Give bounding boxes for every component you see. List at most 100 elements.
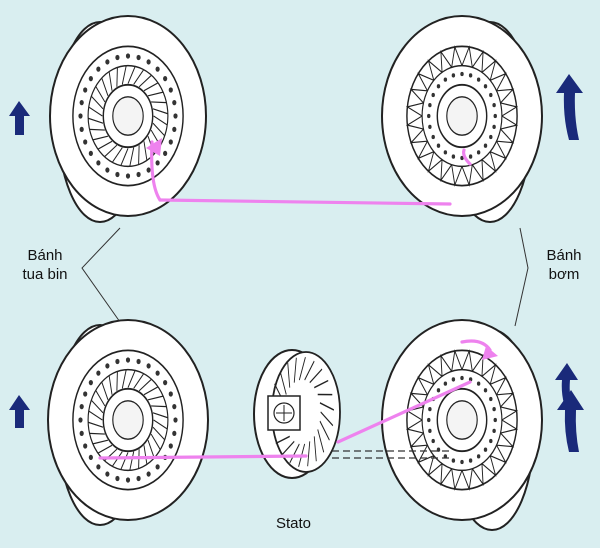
- turbine-blade: [89, 432, 105, 435]
- rivet: [146, 471, 151, 477]
- rivet: [168, 139, 173, 145]
- turbine-blade: [92, 439, 109, 445]
- rivet: [163, 379, 168, 386]
- rivet: [436, 84, 441, 89]
- rivet: [146, 59, 151, 65]
- rivet: [172, 430, 177, 436]
- rivet: [436, 388, 441, 393]
- turbine-blade: [147, 91, 164, 97]
- rivet: [443, 381, 448, 386]
- turbine-blade: [88, 106, 103, 117]
- stator-vane: [319, 420, 330, 441]
- turbine-blade: [95, 85, 106, 103]
- turbine-top-blades: [71, 45, 185, 187]
- turbine-blade: [95, 389, 106, 407]
- stator-vane: [307, 441, 311, 467]
- rivet: [172, 404, 177, 410]
- rivet: [136, 358, 141, 365]
- rivet: [115, 358, 120, 365]
- rivet: [105, 167, 110, 173]
- turbine-blade: [151, 405, 167, 408]
- turbine-blade: [120, 452, 129, 470]
- curved-up-arrow-icon: [555, 363, 578, 404]
- turbine-label-line1: Bánh: [27, 247, 63, 264]
- flow-arrowhead-top-left: [146, 138, 162, 156]
- rivet: [163, 150, 168, 157]
- rivet: [427, 113, 431, 119]
- rivet: [136, 54, 141, 61]
- stator-vane: [293, 357, 297, 383]
- rivet: [431, 92, 435, 98]
- turbine-blade: [101, 381, 109, 401]
- rivet: [460, 71, 464, 77]
- turbine-blade: [108, 375, 113, 395]
- stator-vane: [304, 360, 315, 381]
- pump-label-line2: bơm: [548, 266, 580, 283]
- rivet: [451, 458, 456, 463]
- turbine-blade: [121, 369, 127, 389]
- shaft-dashed: [332, 450, 452, 459]
- rivet: [79, 100, 84, 106]
- rivet: [493, 113, 497, 119]
- turbine-blade: [143, 82, 159, 92]
- rivet: [155, 370, 160, 376]
- rivet: [468, 73, 473, 78]
- stator-vane: [309, 368, 323, 384]
- rivet: [168, 391, 173, 397]
- turbine-blade: [143, 386, 159, 396]
- rivet: [428, 124, 432, 130]
- rivet: [96, 160, 101, 166]
- rivet: [125, 53, 131, 59]
- turbine-label: Bánh tua bin: [12, 246, 78, 284]
- flow-arrowhead-bottom-right: [482, 346, 498, 360]
- stator-vane: [279, 371, 287, 395]
- stator-vane: [320, 411, 334, 427]
- rivet: [483, 388, 488, 393]
- turbine-blade: [91, 95, 104, 110]
- turbine-blade: [127, 66, 136, 84]
- rivet: [146, 167, 151, 173]
- rivet: [460, 375, 464, 381]
- rivet: [163, 75, 168, 82]
- turbine-blade: [111, 147, 123, 163]
- rivet: [492, 102, 496, 108]
- rivet: [155, 464, 160, 470]
- stator-vane: [298, 356, 306, 381]
- turbine-blade: [88, 421, 104, 428]
- turbine-blade: [120, 148, 129, 166]
- rivet: [443, 150, 448, 155]
- pump-wheel-bottom: [381, 319, 543, 531]
- rivet: [460, 155, 464, 161]
- turbine-wheel-bottom: [47, 319, 209, 526]
- pump-bottom-blades: [405, 349, 519, 491]
- rivet: [489, 92, 493, 98]
- turbine-blade: [143, 445, 148, 465]
- rivet: [78, 417, 83, 423]
- rivet: [483, 143, 488, 148]
- turbine-wheel-top: [49, 15, 207, 223]
- turbine-blade: [153, 115, 168, 126]
- rivet: [489, 396, 493, 402]
- rivet: [443, 77, 448, 82]
- turbine-blade: [138, 74, 152, 88]
- up-arrow-icon: [9, 101, 30, 135]
- rivet: [88, 75, 93, 82]
- rivet: [428, 406, 432, 412]
- rivet: [88, 379, 93, 386]
- rivet: [88, 150, 93, 157]
- turbine-blade: [129, 451, 135, 471]
- rivet: [136, 475, 141, 482]
- turbine-blade: [152, 108, 168, 115]
- rivet: [88, 454, 93, 461]
- rivet: [136, 171, 141, 178]
- rivet: [155, 160, 160, 166]
- stator-wheel: [253, 349, 341, 479]
- flow-line-bottom-left: [98, 454, 308, 460]
- stator-vane: [275, 435, 290, 445]
- turbine-blade: [104, 144, 118, 158]
- stator-vane: [314, 379, 329, 389]
- rivet: [476, 150, 481, 155]
- rivet: [83, 87, 88, 93]
- rivet: [115, 475, 120, 482]
